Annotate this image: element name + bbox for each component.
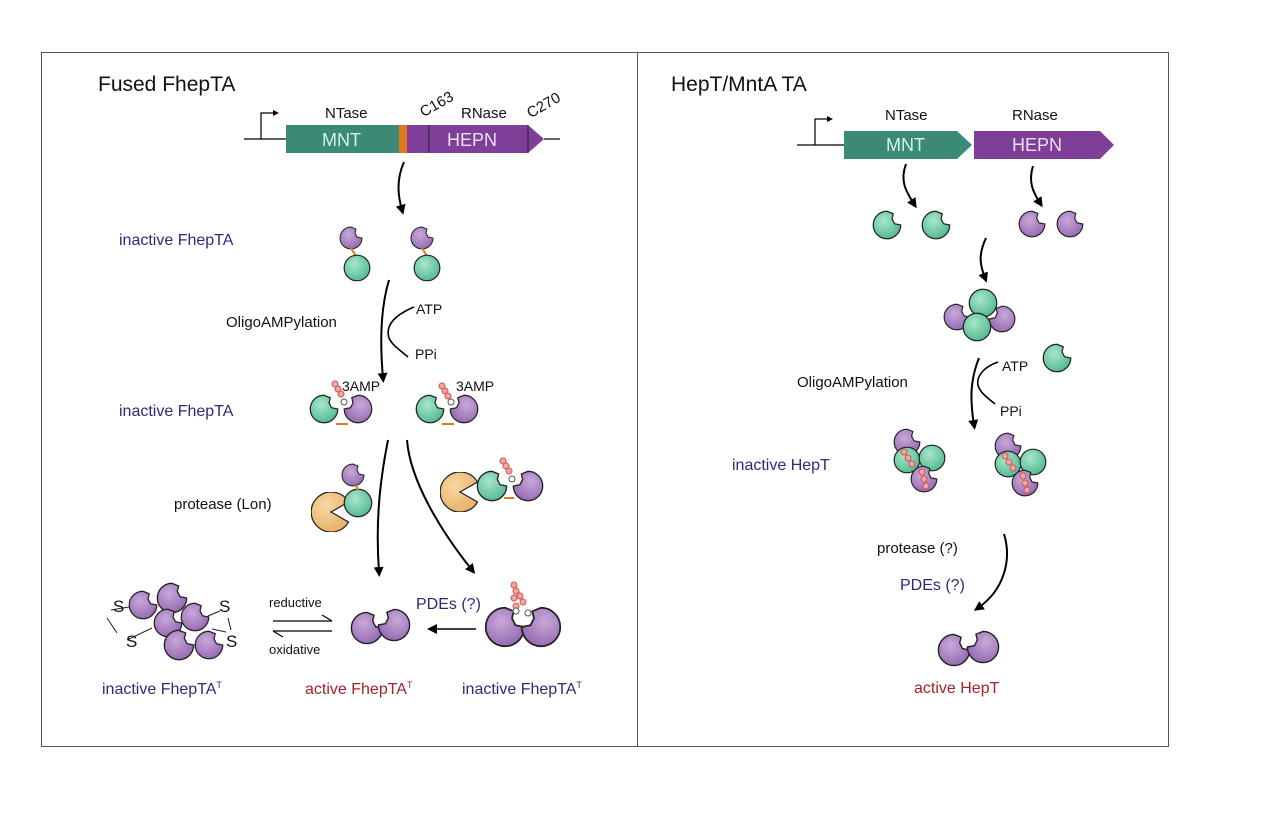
pdes-label-left: PDEs (?)	[416, 596, 481, 613]
reductive-label: reductive	[269, 595, 322, 610]
fhepta-t-oligomer	[106, 582, 232, 661]
right-protease-label: protease (?)	[877, 540, 958, 557]
lon-protease-complex-2	[440, 457, 544, 512]
hepn-gene	[974, 131, 1114, 159]
lon-protease-complex-1	[311, 463, 373, 532]
free-mnta	[1042, 343, 1072, 373]
oligoampylation-arrow	[377, 279, 390, 383]
hepn-domain	[407, 125, 528, 153]
sulfur-label-2: S	[126, 632, 138, 651]
mnt-domain	[286, 125, 400, 153]
atp-label: ATP	[416, 301, 443, 317]
inactive-hept-complex-1	[893, 428, 946, 493]
superscript-t: T	[216, 680, 222, 690]
amp-label-1: 3AMP	[342, 378, 381, 394]
hepn-label: HEPN	[447, 130, 498, 150]
equilibrium-arrows	[272, 614, 333, 638]
lon-arrow	[373, 439, 389, 577]
inactive-fhepta-t-oligomer-label: inactive FhepTAT	[102, 681, 222, 698]
inactive-fhepta-t-ampylated-label: inactive FhepTAT	[462, 681, 582, 698]
right-hepn-label: HEPN	[1012, 135, 1063, 155]
label-text: inactive FhepTA	[462, 681, 577, 698]
superscript-t: T	[406, 680, 413, 690]
linker	[399, 125, 407, 153]
active-hept-dimer	[937, 630, 1000, 667]
right-oligoampylation-label: OligoAMPylation	[797, 374, 908, 391]
right-mnt-label: MNT	[886, 135, 925, 155]
active-fhepta-t-label: active FhepTAT	[305, 681, 412, 698]
amp-label-2: 3AMP	[456, 378, 495, 394]
right-ppi-label: PPi	[1000, 403, 1022, 419]
left-panel-title: Fused FhepTA	[98, 73, 236, 96]
right-rnase-label: RNase	[1012, 107, 1058, 124]
label-text: inactive FhepTA	[102, 681, 217, 698]
hept-mnta-gene-construct	[797, 116, 1114, 159]
fhepta-complex-1	[339, 226, 371, 282]
inactive-hept-complex-2	[994, 432, 1047, 497]
hept-expression-arrow	[1030, 165, 1043, 208]
mnt-label: MNT	[322, 130, 361, 150]
hept-activation-arrow	[973, 533, 1008, 611]
right-pdes-label: PDEs (?)	[900, 577, 965, 594]
oxidative-label: oxidative	[269, 642, 321, 657]
active-hept-label: active HepT	[914, 680, 1000, 697]
right-panel-title: HepT/MntA TA	[671, 73, 807, 96]
mnta-expression-arrow	[902, 163, 917, 209]
inactive-fhepta-label-1: inactive FhepTA	[119, 232, 234, 249]
oligoampylation-label: OligoAMPylation	[226, 314, 337, 331]
protease-lon-label: protease (Lon)	[174, 496, 272, 513]
hept-mnta-heterotetramer	[943, 288, 1016, 342]
cleavage-arrow	[406, 439, 476, 574]
ampylated-fhepta-2	[415, 382, 479, 425]
superscript-t: T	[576, 680, 582, 690]
ampylated-fhepta-1	[309, 380, 373, 425]
mnt-gene	[844, 131, 972, 159]
active-fhepta-t-dimer	[350, 608, 411, 645]
right-atp-label: ATP	[1002, 358, 1029, 374]
right-ntase-label: NTase	[885, 107, 928, 124]
complex-assembly-arrow	[978, 237, 988, 283]
ntase-label: NTase	[325, 105, 368, 122]
inactive-fhepta-label-2: inactive FhepTA	[119, 403, 234, 420]
sulfur-label-1: S	[113, 597, 125, 616]
label-text: active FhepTA	[305, 681, 407, 698]
fhepta-complex-2	[410, 226, 441, 282]
hept-oligoampylation-arrow	[968, 357, 980, 430]
ampylated-fhepta-t-dimer	[484, 581, 562, 648]
fused-gene-construct	[244, 110, 560, 153]
expression-arrow	[395, 161, 406, 215]
sulfur-label-4: S	[226, 632, 238, 651]
rnase-label: RNase	[461, 105, 507, 122]
sulfur-label-3: S	[219, 597, 231, 616]
inactive-hept-label: inactive HepT	[732, 457, 830, 474]
ppi-label: PPi	[415, 346, 437, 362]
hept-mnta-panel	[637, 52, 1169, 747]
